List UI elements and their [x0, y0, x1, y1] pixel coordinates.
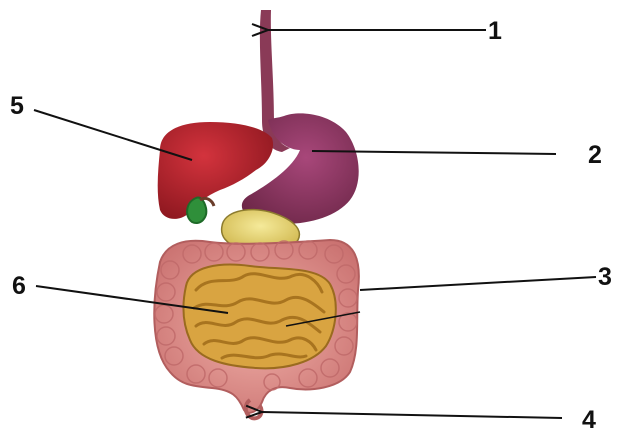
pointer-line-3 — [360, 277, 596, 290]
label-4: 4 — [582, 406, 596, 434]
label-1: 1 — [488, 17, 502, 45]
label-2: 2 — [588, 141, 602, 169]
label-6: 6 — [12, 272, 26, 300]
label-5: 5 — [10, 92, 24, 120]
label-3: 3 — [598, 263, 612, 291]
pointer-line-4 — [262, 412, 562, 418]
gallbladder — [187, 197, 206, 223]
small-intestine — [183, 265, 335, 369]
